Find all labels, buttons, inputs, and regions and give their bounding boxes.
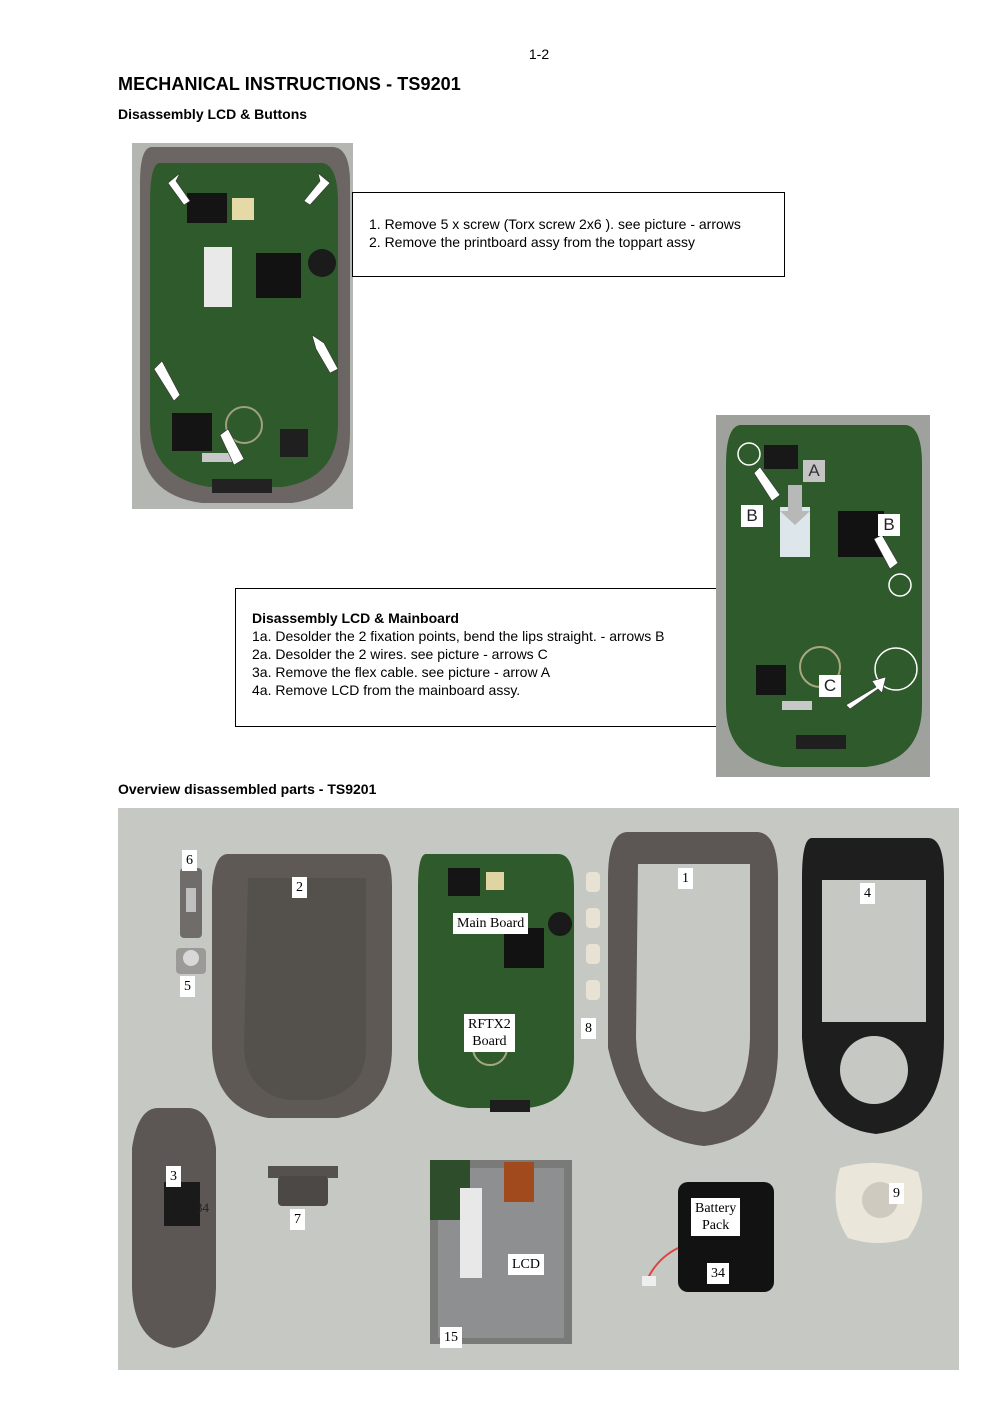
step-4a: 4a. Remove LCD from the mainboard assy. bbox=[252, 682, 521, 698]
step-1a: 1a. Desolder the 2 fixation points, bend… bbox=[252, 628, 665, 644]
instructions-box-2: Disassembly LCD & Mainboard 1a. Desolder… bbox=[235, 588, 717, 727]
part-label-5: 5 bbox=[180, 976, 195, 997]
step-2: 2. Remove the printboard assy from the t… bbox=[369, 234, 696, 250]
label-battery-line2: Pack bbox=[702, 1218, 730, 1233]
section-heading-overview: Overview disassembled parts - TS9201 bbox=[118, 781, 377, 797]
label-battery-line1: Battery bbox=[695, 1201, 737, 1216]
photo-printboard-toppart bbox=[132, 143, 353, 509]
marker-b-right: B bbox=[878, 514, 900, 536]
part-label-2: 2 bbox=[292, 877, 307, 898]
label-battery-pack: Battery Pack bbox=[691, 1198, 741, 1236]
part-label-34-cover: 34 bbox=[196, 1200, 209, 1215]
part-label-9: 9 bbox=[889, 1183, 904, 1204]
page-number: 1-2 bbox=[528, 46, 550, 62]
marker-b-left: B bbox=[741, 505, 763, 527]
part-label-34-battery: 34 bbox=[707, 1263, 729, 1284]
step-1: 1. Remove 5 x screw (Torx screw 2x6 ). s… bbox=[369, 216, 741, 232]
label-rftx2-line2: Board bbox=[472, 1034, 507, 1049]
label-rftx2-board: RFTX2 Board bbox=[464, 1014, 515, 1052]
marker-a: A bbox=[803, 460, 825, 482]
marker-c: C bbox=[819, 675, 841, 697]
part-label-7: 7 bbox=[290, 1209, 305, 1230]
section-heading-lcd-buttons: Disassembly LCD & Buttons bbox=[118, 106, 308, 122]
step-3a: 3a. Remove the flex cable. see picture -… bbox=[252, 664, 551, 680]
page-title: MECHANICAL INSTRUCTIONS - TS9201 bbox=[118, 74, 461, 94]
step-2a: 2a. Desolder the 2 wires. see picture - … bbox=[252, 646, 548, 662]
label-main-board: Main Board bbox=[453, 913, 529, 934]
photo-disassembled-parts: 6 2 5 3 34 7 Main Board RFTX2 Board 8 1 … bbox=[118, 808, 959, 1370]
photo-mainboard-lcd: A B B C bbox=[716, 415, 930, 777]
instructions-box-1: 1. Remove 5 x screw (Torx screw 2x6 ). s… bbox=[352, 192, 785, 277]
part-label-1: 1 bbox=[678, 868, 693, 889]
part-label-15: 15 bbox=[440, 1327, 462, 1348]
label-lcd: LCD bbox=[508, 1254, 544, 1275]
part-label-8: 8 bbox=[581, 1018, 596, 1039]
section-heading-lcd-mainboard: Disassembly LCD & Mainboard bbox=[252, 610, 459, 626]
part-label-3: 3 bbox=[166, 1166, 181, 1187]
part-label-6: 6 bbox=[182, 850, 197, 871]
label-rftx2-line1: RFTX2 bbox=[468, 1017, 511, 1032]
part-label-4: 4 bbox=[860, 883, 875, 904]
